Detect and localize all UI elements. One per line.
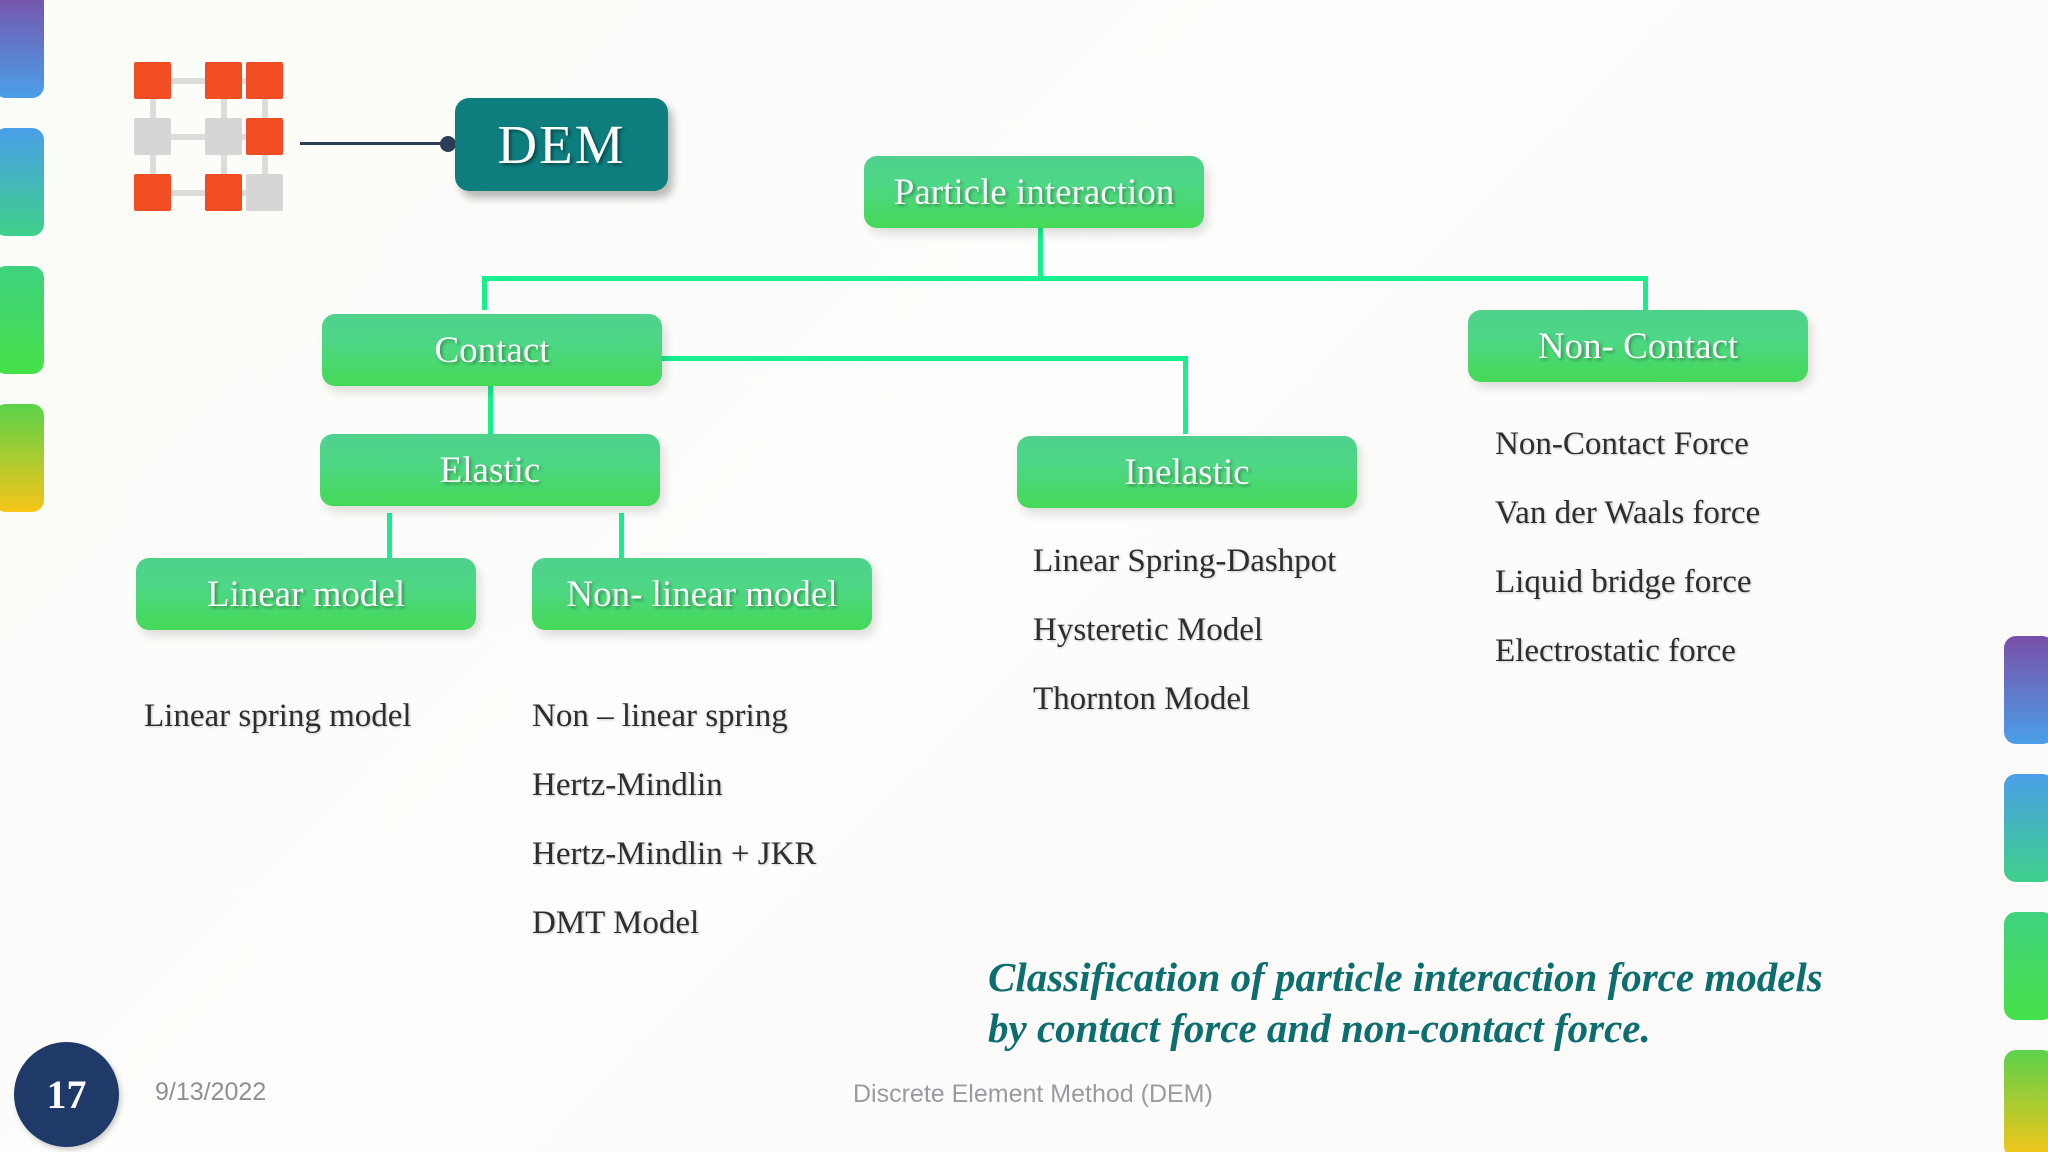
node-elastic[interactable]: Elastic [320,434,660,506]
node-non-contact[interactable]: Non- Contact [1468,310,1808,382]
footer-title: Discrete Element Method (DEM) [853,1080,1213,1108]
slide-number-badge: 17 [14,1042,119,1147]
decor-strip-left-4 [0,404,44,512]
slide-number-label: 17 [46,1072,87,1117]
list-linear-model: Linear spring model [144,700,412,769]
list-item: Van der Waals force [1495,495,1761,531]
list-item: Liquid bridge force [1495,564,1752,600]
node-particle-interaction-label: Particle interaction [893,171,1175,213]
dem-root-box[interactable]: DEM [455,98,668,191]
node-inelastic[interactable]: Inelastic [1017,436,1357,508]
decor-strip-right-2 [2004,774,2048,882]
list-item: Non – linear spring [532,698,788,734]
caption-block: Classification of particle interaction f… [988,952,1948,1055]
grid-3x3-icon [134,62,299,212]
decor-strip-left-2 [0,128,44,236]
list-item: DMT Model [532,905,700,941]
list-item: Hysteretic Model [1033,612,1264,648]
list-item: Linear Spring-Dashpot [1033,543,1337,579]
connector-bus-to-contact [482,276,487,310]
caption-line-1: Classification of particle interaction f… [988,954,1823,1000]
decor-strip-left-1 [0,0,44,98]
connector-elastic-to-nonlinear [619,513,624,558]
connector-level1-bus [482,276,1648,281]
node-particle-interaction[interactable]: Particle interaction [864,156,1204,228]
dem-connector-line [300,142,450,145]
node-non-linear-model[interactable]: Non- linear model [532,558,872,630]
list-item: Hertz-Mindlin + JKR [532,836,817,872]
node-contact[interactable]: Contact [322,314,662,386]
caption-line-2: by contact force and non-contact force. [988,1005,1651,1052]
dem-connector-dot [440,136,456,152]
list-item: Hertz-Mindlin [532,767,723,803]
connector-elastic-to-linear [387,513,392,558]
decor-strip-left-3 [0,266,44,374]
footer-date: 9/13/2022 [155,1078,267,1106]
dem-root-label: DEM [497,114,626,175]
decor-strip-right-1 [2004,636,2048,744]
list-item: Electrostatic force [1495,633,1736,669]
list-item: Linear spring model [144,698,412,734]
node-elastic-label: Elastic [439,449,541,491]
node-non-contact-label: Non- Contact [1537,325,1739,367]
list-non-contact: Non-Contact Force Van der Waals force Li… [1495,428,1760,704]
decor-strip-right-3 [2004,912,2048,1020]
node-non-linear-model-label: Non- linear model [566,573,838,615]
node-contact-label: Contact [434,329,550,371]
node-inelastic-label: Inelastic [1124,451,1250,493]
connector-contact-to-elastic [488,382,493,434]
connector-bus-to-noncontact [1643,276,1648,310]
node-linear-model-label: Linear model [206,573,406,615]
list-item: Thornton Model [1033,681,1251,717]
decor-strip-right-4 [2004,1050,2048,1152]
list-inelastic: Linear Spring-Dashpot Hysteretic Model T… [1033,545,1336,752]
connector-contact-to-inelastic-v [1183,356,1188,434]
node-linear-model[interactable]: Linear model [136,558,476,630]
list-item: Non-Contact Force [1495,426,1749,462]
connector-contact-to-inelastic-h [660,356,1188,361]
list-non-linear-model: Non – linear spring Hertz-Mindlin Hertz-… [532,700,816,976]
connector-particle-down [1038,228,1043,278]
